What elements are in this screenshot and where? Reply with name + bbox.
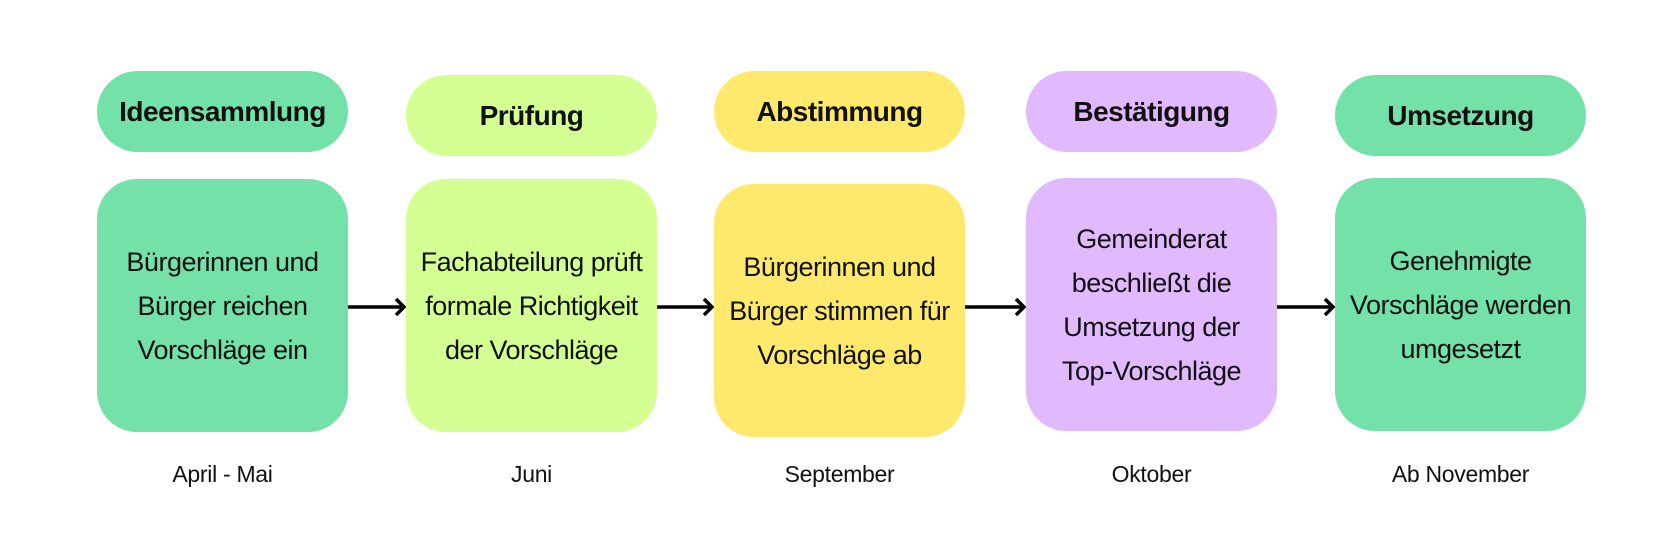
- step-title-4: Bestätigung: [1026, 71, 1277, 152]
- arrow-right-icon: [657, 297, 714, 317]
- step-title-1: Ideensammlung: [97, 71, 348, 152]
- step-title-3: Abstimmung: [714, 71, 965, 152]
- step-description-1: Bürgerinnen und Bürger reichen Vorschläg…: [97, 179, 348, 432]
- step-date-3: September: [784, 461, 895, 487]
- step-date-5: Ab November: [1391, 461, 1530, 487]
- step-date-4: Oktober: [1111, 461, 1192, 487]
- step-description-4: Gemeinderat beschließt die Umsetzung der…: [1026, 178, 1277, 431]
- step-description-2: Fachabteilung prüft formale Richtigkeit …: [406, 179, 657, 432]
- step-date-1: April - Mai: [172, 461, 273, 487]
- step-description-5: Genehmigte Vorschläge werden umgesetzt: [1335, 178, 1586, 431]
- step-description-3: Bürgerinnen und Bürger stimmen für Vorsc…: [714, 184, 965, 437]
- arrow-right-icon: [348, 297, 406, 317]
- step-title-2: Prüfung: [406, 75, 657, 156]
- step-date-2: Juni: [511, 461, 552, 487]
- step-title-5: Umsetzung: [1335, 75, 1586, 156]
- arrow-right-icon: [965, 297, 1026, 317]
- arrow-right-icon: [1277, 297, 1335, 317]
